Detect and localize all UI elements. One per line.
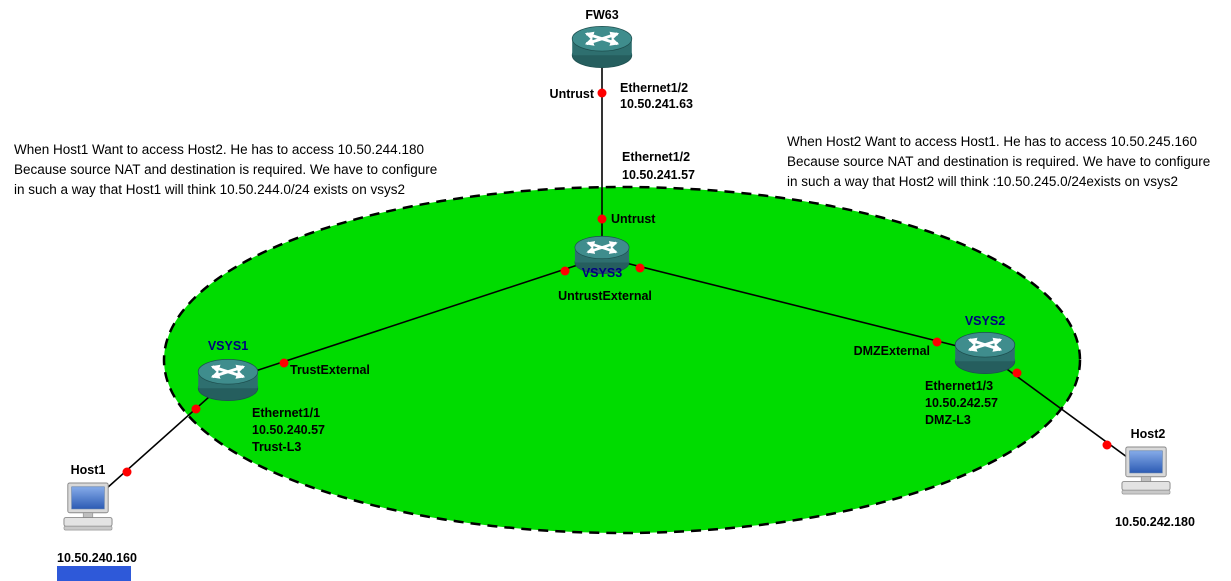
note-line: Because source NAT and destination is re… xyxy=(14,162,438,177)
host1-label: Host1 xyxy=(71,463,106,477)
vsys3-untrust-zone-label: Untrust xyxy=(611,212,656,226)
note-line: Because source NAT and destination is re… xyxy=(787,154,1211,169)
note-line: in such a way that Host1 will think 10.5… xyxy=(14,182,405,197)
note-line: When Host2 Want to access Host1. He has … xyxy=(787,134,1197,149)
node-vsys1[interactable] xyxy=(198,359,258,400)
note-host2-nat[interactable]: When Host2 Want to access Host1. He has … xyxy=(787,132,1210,192)
vsys2-interface-label: Ethernet1/3 xyxy=(925,379,993,393)
host1-ip: 10.50.240.160 xyxy=(57,551,137,565)
node-host2[interactable] xyxy=(1121,446,1171,495)
node-host1[interactable] xyxy=(63,482,113,531)
vsys1-interface-zone: Trust-L3 xyxy=(252,440,301,454)
port-status-dot xyxy=(1012,368,1022,378)
node-vsys2[interactable] xyxy=(955,332,1015,373)
link-vsys2-vsys3[interactable] xyxy=(601,256,986,354)
note-line: in such a way that Host2 will think :10.… xyxy=(787,174,1178,189)
port-status-dot xyxy=(597,88,607,98)
fw63-untrust-zone-label: Untrust xyxy=(550,87,595,101)
vsys1-trustexternal-label: TrustExternal xyxy=(290,363,370,377)
vsys1-label: VSYS1 xyxy=(208,339,248,353)
link-host2-vsys2[interactable] xyxy=(984,352,1147,472)
note-host1-nat[interactable]: When Host1 Want to access Host2. He has … xyxy=(14,140,437,200)
vsys2-interface-ip: 10.50.242.57 xyxy=(925,396,998,410)
vsys3-zone-label: UntrustExternal xyxy=(558,289,652,303)
port-status-dot xyxy=(122,467,132,477)
port-status-dot xyxy=(597,214,607,224)
port-status-dot xyxy=(635,263,645,273)
vsys1-interface-label: Ethernet1/1 xyxy=(252,406,320,420)
link-vsys1-vsys3[interactable] xyxy=(227,256,603,381)
host2-label: Host2 xyxy=(1131,427,1166,441)
vsys3-interface-ip: 10.50.241.57 xyxy=(622,168,695,182)
fw63-interface-label: Ethernet1/2 xyxy=(620,81,688,95)
node-fw63[interactable] xyxy=(572,26,632,67)
port-status-dot xyxy=(1102,440,1112,450)
vsys1-interface-ip: 10.50.240.57 xyxy=(252,423,325,437)
note-line: When Host1 Want to access Host2. He has … xyxy=(14,142,424,157)
port-status-dot xyxy=(932,337,942,347)
vsys2-interface-zone: DMZ-L3 xyxy=(925,413,971,427)
host2-ip: 10.50.242.180 xyxy=(1115,515,1195,529)
port-status-dot xyxy=(191,404,201,414)
port-status-dot xyxy=(279,358,289,368)
vsys2-dmzexternal-label: DMZExternal xyxy=(854,344,930,358)
vsys3-label: VSYS3 xyxy=(582,266,622,280)
port-status-dot xyxy=(560,266,570,276)
fw63-interface-ip: 10.50.241.63 xyxy=(620,97,693,111)
taskbar-fragment xyxy=(57,566,131,581)
port-status-dots xyxy=(122,88,1112,477)
link-host1-vsys1[interactable] xyxy=(87,379,229,506)
fw63-label: FW63 xyxy=(585,8,618,22)
vsys2-label: VSYS2 xyxy=(965,314,1005,328)
vsys3-interface-label: Ethernet1/2 xyxy=(622,150,690,164)
vsys-zone-ellipse[interactable] xyxy=(162,185,1082,535)
